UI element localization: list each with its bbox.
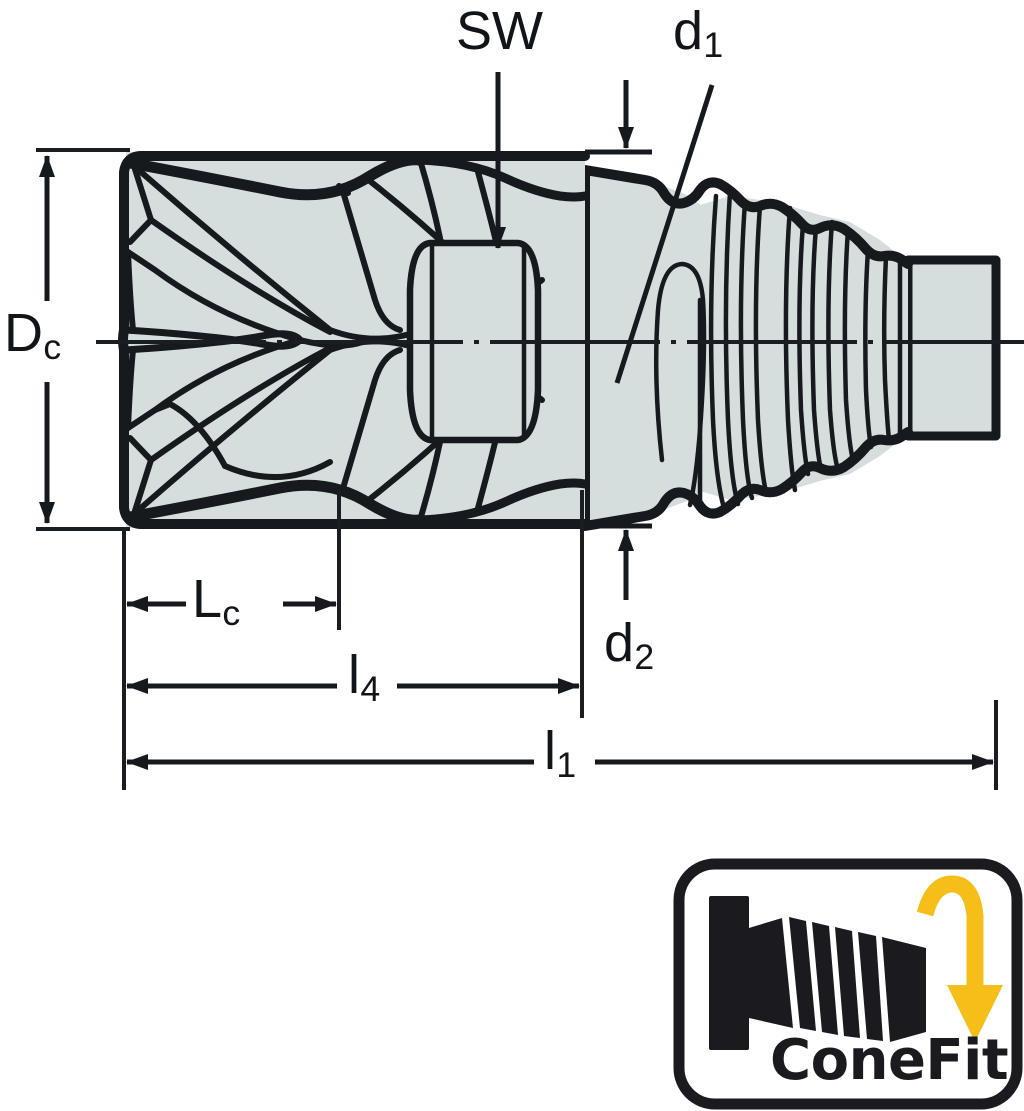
dimension-lines-group xyxy=(36,72,998,790)
shank-cylinder-outline xyxy=(903,255,1001,441)
cutting-edge-top xyxy=(124,154,426,201)
cone-flange-block xyxy=(709,896,749,1050)
dim-label-sw: SW xyxy=(456,1,543,61)
dim-label-l4: l4 xyxy=(348,645,381,709)
dim-label-dc: Dc xyxy=(4,303,62,367)
thread-crest-bottom xyxy=(580,427,913,531)
dim-label-lc: Lc xyxy=(192,569,241,633)
thread-crest-top xyxy=(580,165,913,269)
conefit-badge-group[interactable] xyxy=(673,858,1023,1110)
d1-leader-line xyxy=(614,84,715,384)
shank-cylinder xyxy=(903,255,1001,441)
dim-label-d1: d1 xyxy=(673,1,724,65)
curved-down-arrow-icon xyxy=(916,875,1003,1042)
threaded-cone-section xyxy=(585,170,908,526)
cone-fill xyxy=(585,170,908,526)
tool-body-group xyxy=(96,151,1024,531)
dim-label-d2: d2 xyxy=(604,613,655,677)
conefit-logo-text: ConeFit xyxy=(770,1028,1009,1093)
cutting-edge-bottom-right xyxy=(415,478,590,525)
cone-taper-icon xyxy=(749,917,926,1042)
cutting-edge-top-right xyxy=(415,155,590,202)
cutting-edge-bottom xyxy=(124,479,426,526)
thread-helix-lines xyxy=(653,189,903,511)
dim-label-l1: l1 xyxy=(544,721,577,785)
